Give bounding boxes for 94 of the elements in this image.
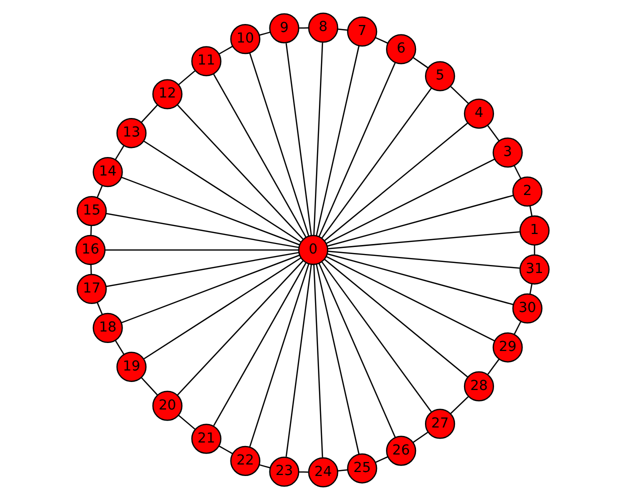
connector	[178, 70, 196, 86]
connector	[313, 264, 324, 458]
node-circle: 5	[424, 61, 456, 92]
connector	[249, 264, 310, 447]
node-circle: 13	[116, 118, 147, 148]
connector	[286, 264, 312, 457]
connector	[321, 88, 432, 238]
node-circle: 24	[308, 457, 338, 488]
connector	[299, 27, 309, 29]
connector	[249, 53, 310, 236]
connector	[144, 258, 302, 360]
connector	[121, 176, 300, 246]
node-circle: 23	[269, 456, 300, 487]
node-circle: 30	[512, 293, 542, 324]
connector	[412, 432, 428, 444]
node-circle: 25	[347, 453, 378, 484]
connector	[318, 263, 396, 438]
connector	[144, 140, 302, 242]
connector	[213, 74, 306, 238]
node-circle: 8	[308, 12, 338, 43]
connector	[514, 166, 522, 179]
connector	[218, 446, 233, 454]
node-circle: 7	[347, 16, 378, 47]
connector	[529, 206, 532, 216]
node-circle: 0	[298, 234, 328, 266]
connector	[218, 46, 233, 54]
connector	[534, 245, 536, 255]
connector	[96, 302, 103, 315]
node-circle: 3	[492, 138, 523, 168]
connector	[450, 396, 469, 414]
node-circle: 20	[152, 390, 182, 421]
connector	[413, 57, 428, 68]
connector	[529, 284, 532, 294]
connector	[338, 469, 348, 472]
node-circle: 12	[152, 79, 182, 110]
connector	[259, 32, 270, 36]
connector	[90, 226, 92, 236]
connector	[338, 28, 348, 31]
connector	[121, 254, 300, 324]
node-circle: 16	[75, 234, 106, 266]
node-circle: 15	[76, 196, 107, 226]
connector	[141, 104, 158, 123]
connector	[487, 125, 500, 142]
connector	[96, 185, 103, 198]
node-circle: 14	[92, 157, 123, 188]
connector	[514, 321, 522, 334]
connector	[328, 250, 520, 269]
connector	[259, 464, 270, 468]
node-circle: 2	[512, 176, 542, 207]
connector	[375, 456, 388, 463]
node-circle: 19	[116, 352, 147, 382]
connector	[286, 43, 312, 236]
node-circle: 26	[386, 436, 416, 466]
connector	[318, 62, 396, 237]
node-circle: 1	[519, 215, 550, 246]
node-circle: 18	[92, 312, 123, 343]
connector	[327, 253, 514, 306]
connector	[298, 471, 308, 473]
node-circle: 17	[76, 274, 107, 304]
connector	[487, 358, 500, 375]
connector	[321, 262, 432, 412]
node-circle: 9	[269, 13, 300, 44]
node-circle: 28	[464, 371, 494, 402]
connector	[90, 264, 92, 274]
connector	[106, 252, 299, 288]
connector	[326, 158, 496, 244]
connector	[106, 212, 299, 248]
connector	[326, 256, 496, 342]
connector	[178, 414, 196, 430]
connector	[327, 194, 514, 247]
node-circle: 10	[230, 24, 260, 54]
node-circle: 29	[492, 332, 523, 362]
connector	[324, 258, 468, 378]
connector	[324, 122, 468, 242]
node-circle: 6	[386, 34, 416, 64]
node-circle: 27	[424, 408, 456, 439]
node-circle: 21	[191, 424, 222, 454]
node-circle: 4	[464, 98, 494, 129]
connector	[140, 377, 158, 396]
connector	[450, 86, 469, 104]
connector	[375, 36, 388, 44]
connector	[177, 104, 304, 240]
connector	[328, 231, 520, 250]
connector	[213, 262, 306, 426]
connector	[114, 146, 124, 160]
connector	[316, 264, 360, 454]
node-circle: 22	[230, 446, 260, 476]
connector	[105, 249, 299, 251]
connector	[177, 260, 304, 396]
connector	[313, 42, 324, 236]
connector	[316, 46, 360, 236]
node-circle: 31	[519, 254, 550, 285]
node-circle: 11	[191, 46, 222, 76]
connector	[115, 340, 124, 355]
